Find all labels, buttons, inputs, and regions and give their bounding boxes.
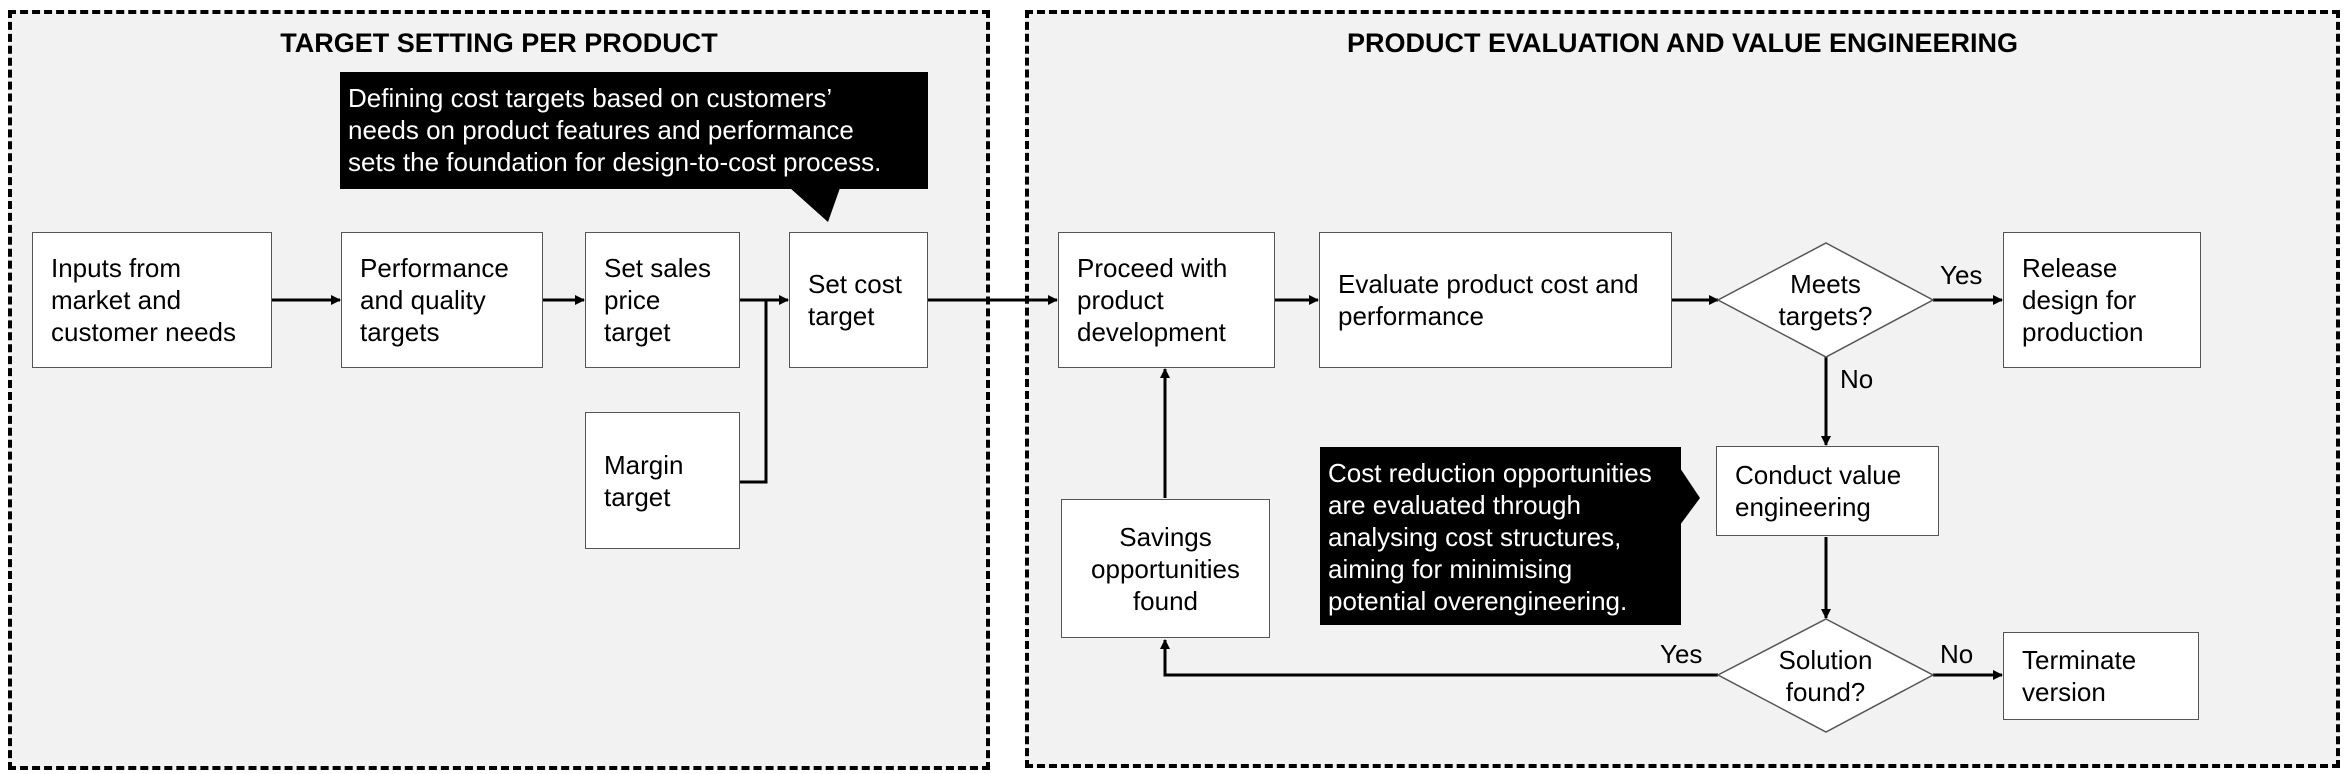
- solution-found-diamond: [1716, 618, 1935, 733]
- value-engineering-box: Conduct value engineering: [1716, 446, 1939, 536]
- evaluation-title: PRODUCT EVALUATION AND VALUE ENGINEERING: [1346, 28, 2019, 58]
- meets-yes-label: Yes: [1940, 260, 1983, 290]
- arrow-solution-savings: [1160, 639, 1718, 677]
- inputs-box: Inputs from market and customer needs: [32, 232, 272, 368]
- cost-reduction-note: Cost reduction opportunities are evaluat…: [1320, 447, 1681, 625]
- arrow-margin-cost: [740, 300, 768, 484]
- terminate-version-box: Terminate version: [2003, 632, 2199, 720]
- solution-yes-label: Yes: [1660, 639, 1703, 669]
- meets-targets-label: Meets targets?: [1778, 269, 1873, 331]
- meets-no-label: No: [1840, 364, 1874, 394]
- performance-targets-box: Performance and quality targets: [341, 232, 543, 368]
- meets-targets-diamond: [1716, 242, 1935, 358]
- sales-price-box: Set sales price target: [585, 232, 740, 368]
- solution-found-label: Solution found?: [1778, 644, 1873, 707]
- solution-no-label: No: [1940, 639, 1974, 669]
- margin-target-box: Margin target: [585, 412, 740, 549]
- cost-targets-note: Defining cost targets based on customers…: [340, 72, 928, 189]
- savings-found-box: Savings opportunities found: [1061, 499, 1270, 638]
- cost-target-box: Set cost target: [789, 232, 928, 368]
- note-tail-mid: [1680, 468, 1700, 525]
- target-setting-title: TARGET SETTING PER PRODUCT: [280, 28, 718, 58]
- evaluate-box: Evaluate product cost and performance: [1319, 232, 1672, 368]
- note-tail-top: [790, 188, 840, 222]
- release-design-box: Release design for production: [2003, 232, 2201, 368]
- proceed-development-box: Proceed with product development: [1058, 232, 1275, 368]
